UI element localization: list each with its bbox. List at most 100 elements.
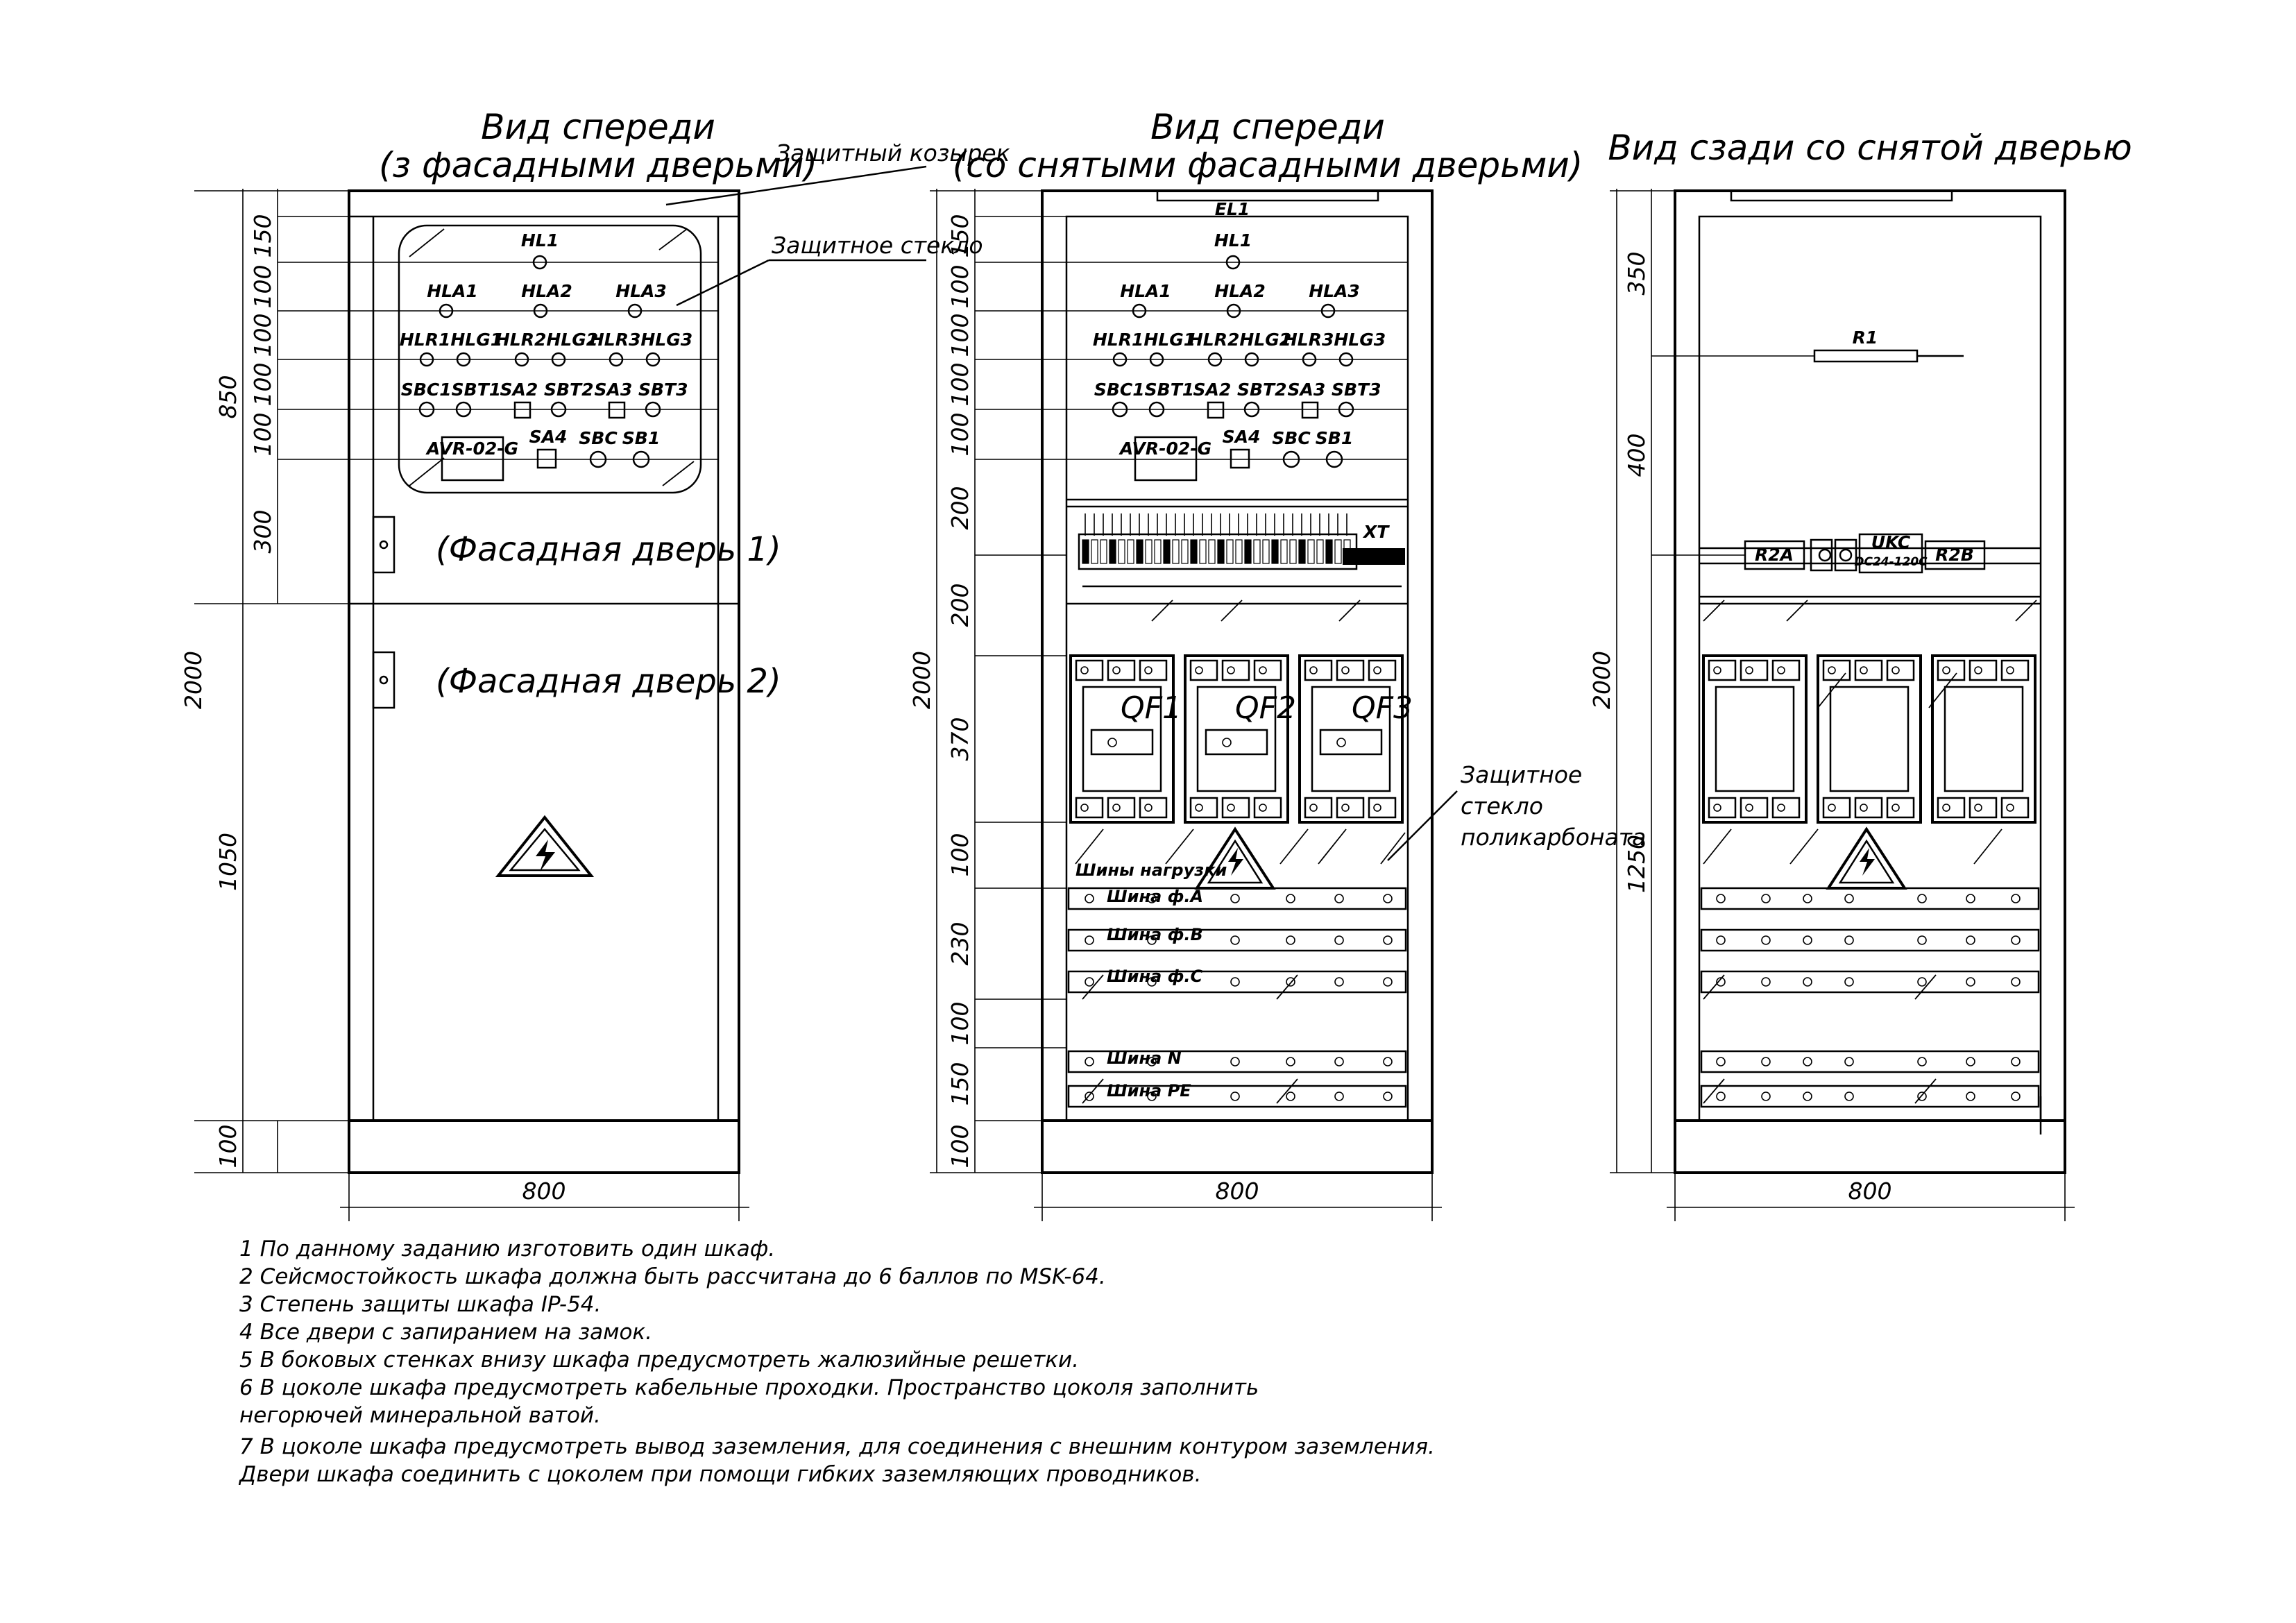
xt-terminal-block [1343,548,1405,565]
terminal-block [1325,539,1333,564]
hlr2-hlg2-label: HLR2HLG2 [1189,330,1291,350]
terminal-block [1208,539,1216,564]
breaker-body [1702,654,1808,824]
breaker-screw [1745,666,1753,674]
breaker-terminal [1822,797,1851,819]
dim-width-800: 800 [522,1178,566,1205]
dim-100: 100 [946,265,973,309]
note-7-cont: Двери шкафа соединить с цоколем при помо… [238,1462,1201,1487]
switch-icon [513,401,532,419]
busbar-bolt [1147,935,1157,945]
breaker-terminal [1740,659,1769,681]
breaker-indicator [1107,738,1117,747]
breaker-terminal [1139,797,1168,819]
dim-850: 850 [214,375,241,419]
qf3-label: QF3 [1352,690,1413,726]
callout-visor: Защитный козырек [776,139,1010,167]
door-panel-components: HL1 HLA1 HLA2 HLA3 HLR1HLG1 HLR2HLG2 HLR… [400,230,692,482]
note-1: 1 По данному заданию изготовить один шка… [239,1237,775,1261]
breaker-screw [1195,804,1203,812]
busbar-bolt [2011,977,2021,987]
breaker-terminal [1336,659,1365,681]
breaker-terminal [1304,797,1333,819]
hla2-label: HLA2 [521,281,572,301]
callout-glass: Защитное стекло [772,232,983,259]
busbar [1067,970,1407,994]
busbar-bolt [1230,977,1240,987]
busbar-bolt [1085,1091,1094,1101]
breaker-screw [1341,804,1350,812]
sbc-label: SBC [1272,428,1311,448]
hlr1-hlg1-label: HLR1HLG1 [1093,330,1196,350]
hla3-label: HLA3 [1309,281,1360,301]
breaker-screw [1713,666,1721,674]
hl1-label: HL1 [1214,230,1252,250]
breaker-terminal [1937,797,1966,819]
busbar-bolt [1383,935,1393,945]
busbar-bolt [1286,894,1295,903]
terminal-block [1091,539,1098,564]
busbar-bolt [1085,977,1094,987]
buses-label: Шины нагрузки [1075,860,1227,880]
note-5: 5 В боковых стенках внизу шкафа предусмо… [239,1348,1079,1373]
view-rear: Вид сзади со снятой дверью R1 R2A UKC DC… [1588,128,2132,1221]
terminal-block [1154,539,1162,564]
view2-title-line2: (со снятыми фасадными дверьми) [953,145,1583,185]
switch-icon [608,401,626,419]
breaker-screw [1259,666,1267,674]
breaker-terminal [1336,797,1365,819]
view2-title-line1: Вид спереди [1150,107,1385,147]
breaker-screw [1112,804,1121,812]
busbar [1067,1050,1407,1073]
breaker-screw [1860,804,1868,812]
busbar-bolt [1966,935,1975,945]
el1-label: EL1 [1215,199,1250,219]
breaker-terminal [1368,659,1397,681]
breaker-screw [1745,804,1753,812]
dim-100: 100 [249,363,276,407]
busbar-bolt [1803,977,1812,987]
terminal-block [1316,539,1324,564]
view-front-open: Вид спереди (со снятыми фасадными дверьм… [908,107,1646,1221]
bus-a-label: Шина ф.A [1107,887,1203,906]
hlr3-hlg3-label: HLR3HLG3 [590,330,692,350]
breaker-screw [1341,666,1350,674]
breakers-rear [1702,654,2036,824]
busbar [1067,928,1407,952]
breaker-terminal [1886,797,1915,819]
busbar-bolt [1230,1091,1240,1101]
dim-100: 100 [249,413,276,457]
terminal-block [1109,539,1116,564]
breaker-screw [1309,666,1318,674]
sa3-sbt3-label: SA3 SBT3 [595,380,688,400]
breaker-terminal [1304,659,1333,681]
sb1-label: SB1 [1316,428,1353,448]
hlr2-hlg2-label: HLR2HLG2 [495,330,598,350]
sbc1-sbt1-label: SBC1SBT1 [1094,380,1194,400]
dim-150: 150 [946,214,973,258]
ukc-relay [1858,533,1923,574]
busbar-bolt [1716,935,1726,945]
dim-100: 100 [214,1125,241,1169]
breaker-terminal [1107,659,1136,681]
breaker-terminal [1253,797,1282,819]
breaker-screw [1373,804,1381,812]
busbar-bolt [1844,1091,1854,1101]
breaker-window [1090,729,1154,756]
ukc-sub-label: DC24-120С [1854,555,1928,569]
breaker-terminal [1771,659,1801,681]
breaker-front [1311,686,1391,792]
busbar-bolt [1844,894,1854,903]
avr-controller [1134,436,1198,482]
note-6: 6 В цоколе шкафа предусмотреть кабельные… [239,1375,1259,1400]
sb1-label: SB1 [622,428,660,448]
busbar-bolt [2011,935,2021,945]
busbar-bolt [1147,1091,1157,1101]
dim-width-800: 800 [1216,1178,1259,1205]
avr-label: AVR-02-G [425,439,518,459]
terminal-block [1172,539,1180,564]
busbar-bolt [1803,1057,1812,1067]
note-2: 2 Сейсмостойкость шкафа должна быть расс… [239,1264,1106,1289]
dim-100: 100 [946,314,973,357]
busbar-bolt [1803,894,1812,903]
